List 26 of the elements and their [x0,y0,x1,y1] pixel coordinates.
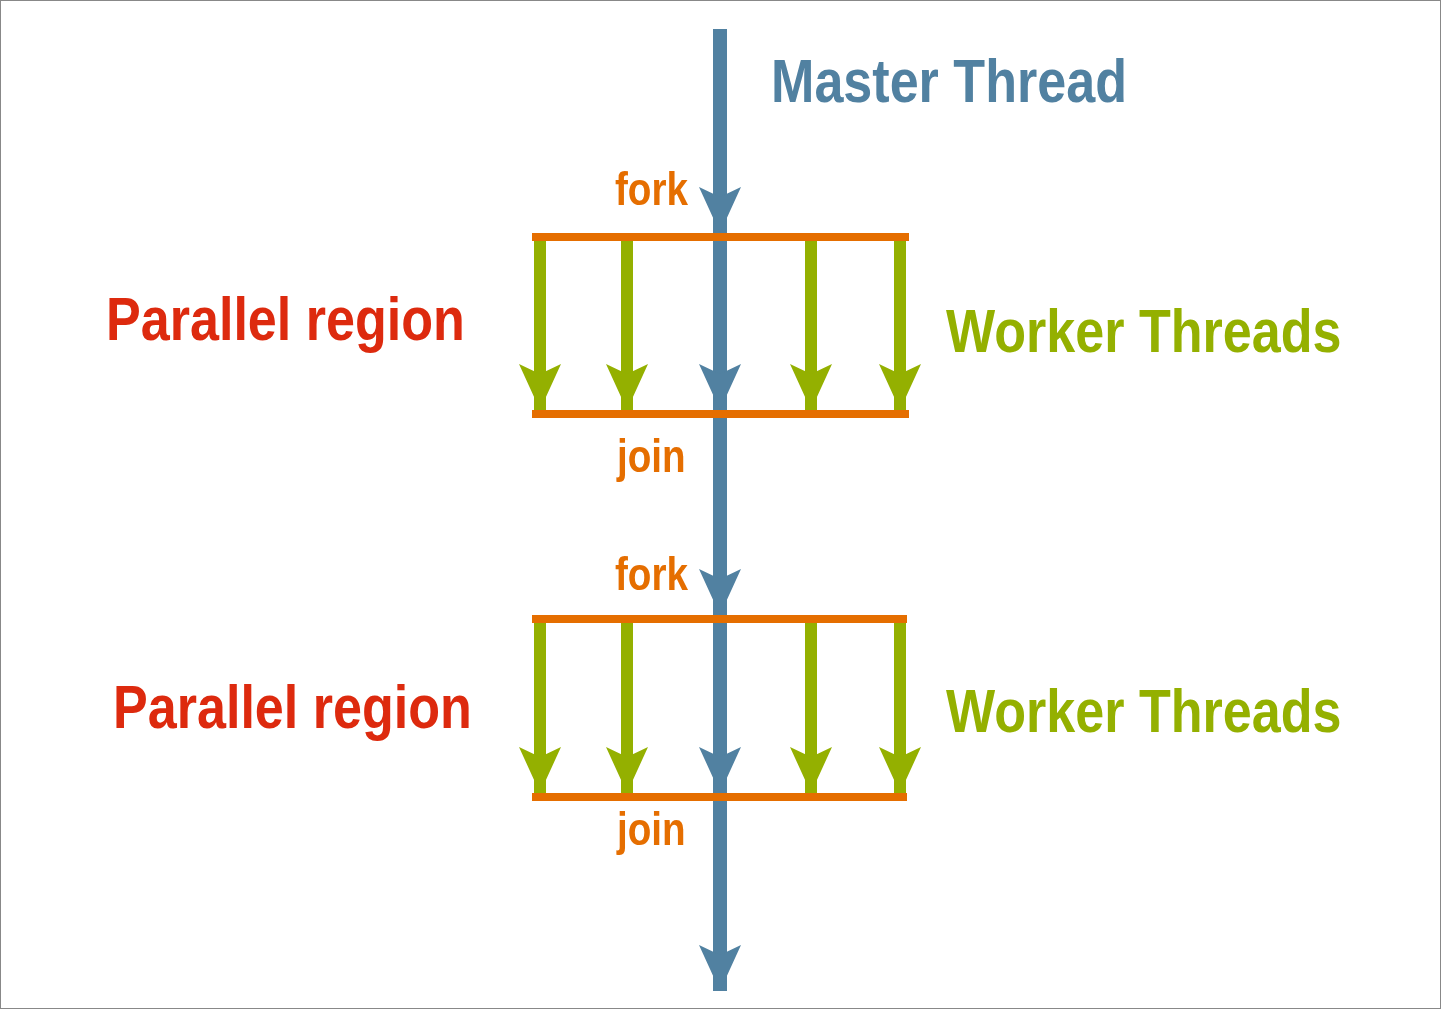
arrow [699,241,741,410]
thread-label: Worker Threads [946,297,1342,366]
arrow [790,241,832,410]
bar-label: join [617,431,686,482]
fork-bar [532,615,907,623]
region-label: Parallel region [113,673,472,742]
thread-label: Worker Threads [946,677,1342,746]
bar-label: fork [615,549,688,600]
arrow [519,241,561,410]
arrow [879,623,921,793]
bar-label: fork [615,164,688,215]
arrow [606,241,648,410]
arrow [699,29,741,233]
arrow [606,623,648,793]
arrow [879,241,921,410]
arrow [519,623,561,793]
arrow [699,623,741,793]
join-bar [532,410,909,418]
bar-label: join [617,804,686,855]
arrow [790,623,832,793]
arrow [699,801,741,991]
fork-bar [532,233,909,241]
region-label: Parallel region [106,285,465,354]
join-bar [532,793,907,801]
arrow [699,418,741,615]
thread-label: Master Thread [771,47,1127,116]
